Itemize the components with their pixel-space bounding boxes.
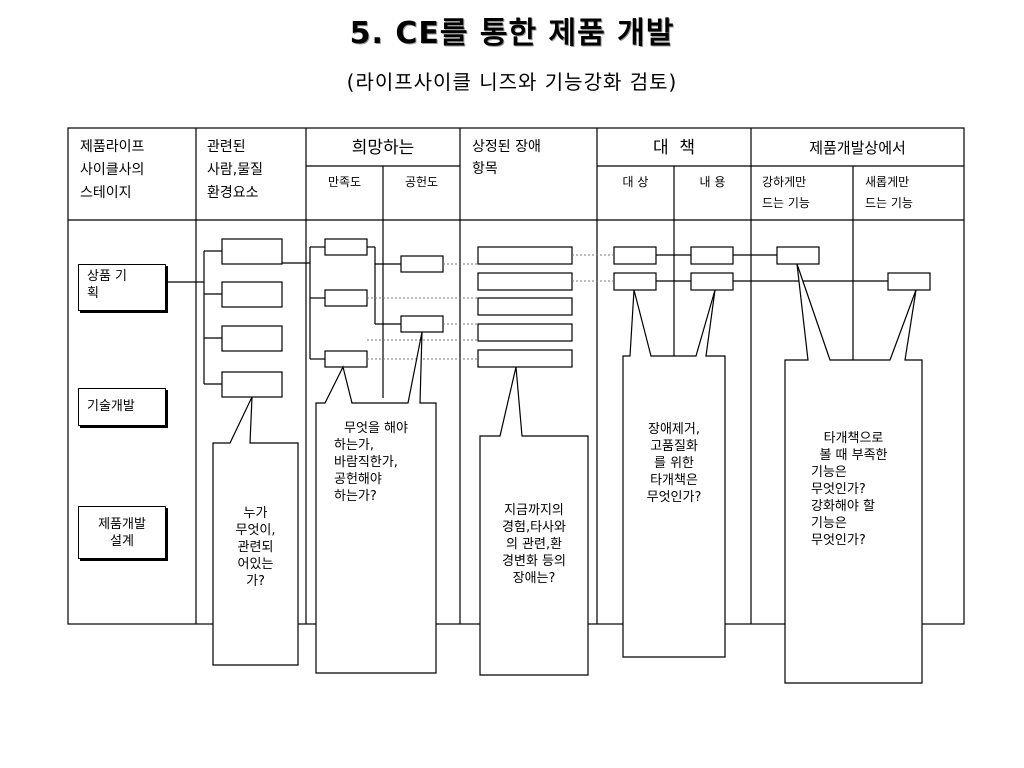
callout-satisfaction (315, 331, 437, 674)
callout-measure-line-1: 장애제거, (648, 422, 700, 437)
callout-satisfaction-line-2: 하는가, (334, 438, 375, 453)
header-measure-content: 내 용 (699, 175, 726, 189)
stage-product-planning-line-1: 상품 기 (87, 269, 128, 284)
contribution-box-1 (400, 255, 444, 273)
callout-satisfaction-line-5: 하는가? (334, 489, 377, 504)
header-obstacle: 상정된 장애 항목 (472, 136, 541, 180)
header-product-dev: 제품개발상에서 (809, 139, 906, 157)
callout-people-line-5: 가? (246, 574, 265, 589)
callout-function-line-7: 무엇인가? (811, 533, 866, 548)
callout-people-text: 누가 무엇이, 관련되 어있는 가? (213, 505, 298, 590)
obstacle-box-5 (477, 349, 573, 368)
new-function-box (887, 272, 931, 291)
element-box-1 (221, 238, 283, 265)
callout-measure-line-3: 를 위한 (653, 456, 694, 471)
callout-obstacle-text: 지금까지의 경험,타사와 의 관련,환 경변화 등의 장애는? (480, 502, 588, 587)
callout-obstacle (479, 366, 589, 676)
stage-product-design: 제품개발 설계 (78, 506, 166, 559)
header-new-function-line-1: 새롭게만 (865, 175, 910, 189)
stage-product-planning-line-2: 획 (87, 286, 99, 301)
obstacle-box-2 (477, 272, 573, 291)
stage-product-design-line-1: 제품개발 (98, 517, 146, 532)
element-box-3 (221, 325, 283, 352)
header-contribution: 공헌도 (404, 175, 439, 189)
element-box-2 (221, 281, 283, 308)
header-new-function: 새롭게만 드는 기능 (865, 172, 913, 214)
element-box-4 (221, 371, 283, 398)
stage-product-design-line-2: 설계 (110, 534, 134, 549)
callout-measure-line-4: 타개책은 (650, 473, 698, 488)
header-satisfaction: 만족도 (327, 175, 362, 189)
header-stage-line-3: 스테이지 (80, 185, 132, 201)
callout-people-line-3: 관련되 (237, 540, 274, 555)
callout-measure-line-5: 무엇인가? (646, 490, 702, 505)
measure-content-box-2 (690, 272, 734, 291)
header-strengthen: 강하게만 드는 기능 (762, 172, 810, 214)
callout-obstacle-line-2: 경험,타사와 (502, 520, 566, 535)
callout-function-line-1: 타개책으로 (823, 431, 884, 446)
header-measures: 대 책 (652, 138, 696, 158)
header-related: 관련된 사람,물질 환경요소 (207, 136, 263, 205)
stage-tech-development: 기술개발 (78, 388, 166, 426)
callout-function-text: 타개책으로 볼 때 부족한 기능은 무엇인가? 강화해야 할 기능은 무엇인가? (785, 430, 922, 549)
callout-people (212, 396, 299, 666)
callout-satisfaction-line-4: 공헌해야 (334, 472, 382, 487)
header-new-function-line-2: 드는 기능 (865, 196, 913, 210)
callout-obstacle-line-5: 장애는? (512, 571, 556, 586)
callout-function-line-4: 무엇인가? (811, 482, 866, 497)
callout-function-line-5: 강화해야 할 (811, 499, 875, 514)
slide-title: 5. CE를 통한 제품 개발 (349, 16, 675, 51)
callout-measure (622, 289, 726, 658)
header-related-line-2: 사람,물질 (207, 162, 263, 178)
callout-obstacle-line-4: 경변화 등의 (502, 554, 566, 569)
header-related-line-1: 관련된 (207, 139, 246, 155)
callout-obstacle-line-3: 의 관련,환 (505, 537, 563, 552)
callout-people-line-4: 어있는 (237, 557, 274, 572)
callout-people-line-1: 누가 (243, 506, 268, 521)
stage-tech-development-line-1: 기술개발 (87, 399, 135, 414)
callout-satisfaction-text: 무엇을 해야 하는가, 바람직한가, 공헌해야 하는가? (316, 420, 436, 505)
header-stage-line-2: 사이클사의 (80, 162, 145, 178)
header-stage: 제품라이프 사이클사의 스테이지 (80, 136, 144, 205)
measure-content-box-1 (690, 246, 734, 265)
obstacle-box-4 (477, 323, 573, 342)
callout-measure-line-2: 고품질화 (650, 439, 698, 454)
callout-function (784, 263, 923, 684)
callout-function-line-2: 볼 때 부족한 (819, 448, 888, 463)
header-obstacle-line-1: 상정된 장애 (472, 139, 541, 155)
header-strengthen-line-2: 드는 기능 (762, 196, 810, 210)
measure-target-box-2 (613, 272, 657, 291)
header-desired: 희망하는 (351, 138, 415, 158)
obstacle-box-3 (477, 297, 573, 316)
header-strengthen-line-1: 강하게만 (762, 175, 807, 189)
satisfaction-box-3 (324, 350, 368, 368)
header-obstacle-line-2: 항목 (472, 161, 498, 177)
callout-satisfaction-line-1: 무엇을 해야 (344, 421, 408, 436)
callout-measure-text: 장애제거, 고품질화 를 위한 타개책은 무엇인가? (623, 421, 725, 506)
stage-product-planning: 상품 기 획 (78, 264, 166, 311)
header-stage-line-1: 제품라이프 (80, 139, 145, 155)
satisfaction-box-1 (324, 238, 368, 256)
callout-function-line-3: 기능은 (811, 465, 847, 480)
header-related-line-3: 환경요소 (207, 185, 259, 201)
header-measure-target: 대 상 (622, 175, 649, 189)
satisfaction-box-2 (324, 289, 368, 307)
measure-target-box-1 (613, 246, 657, 265)
strengthen-box (776, 246, 820, 265)
slide-subtitle: (라이프사이클 니즈와 기능강화 검토) (346, 70, 678, 94)
callout-function-line-6: 기능은 (811, 516, 847, 531)
obstacle-box-1 (477, 246, 573, 265)
contribution-box-2 (400, 315, 444, 333)
callout-satisfaction-line-3: 바람직한가, (334, 455, 398, 470)
callout-obstacle-line-1: 지금까지의 (504, 503, 564, 518)
callout-people-line-2: 무엇이, (235, 523, 276, 538)
